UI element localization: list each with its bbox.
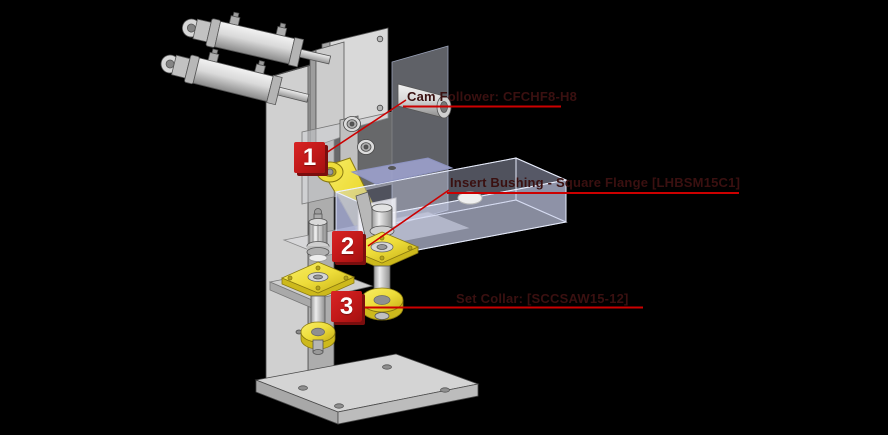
leader-line-2 xyxy=(367,189,450,247)
callout-3-label: Set Collar: [SCCSAW15-12] xyxy=(456,291,629,306)
callout-1-badge: 1 xyxy=(294,142,325,173)
callout-2-number: 2 xyxy=(340,232,355,260)
bushing-shaft-left xyxy=(280,208,356,355)
air-cylinder-upper xyxy=(181,11,332,68)
callout-3-number: 3 xyxy=(339,292,354,320)
callout-1-label: Cam Follower: CFCHF8-H8 xyxy=(407,89,578,104)
annotation-lines xyxy=(325,99,739,309)
callout-3-badge: 3 xyxy=(331,291,362,322)
cam-follower-rollers xyxy=(343,116,375,155)
callout-2-label: Insert Bushing - Square Flange [LHBSM15C… xyxy=(450,175,741,190)
base-plate xyxy=(254,353,480,425)
leader-line-1 xyxy=(325,99,407,154)
base-bolt-holes xyxy=(298,364,450,409)
callout-2-badge: 2 xyxy=(332,231,363,262)
callout-1-number: 1 xyxy=(302,143,317,171)
air-cylinder-lower xyxy=(160,48,310,106)
